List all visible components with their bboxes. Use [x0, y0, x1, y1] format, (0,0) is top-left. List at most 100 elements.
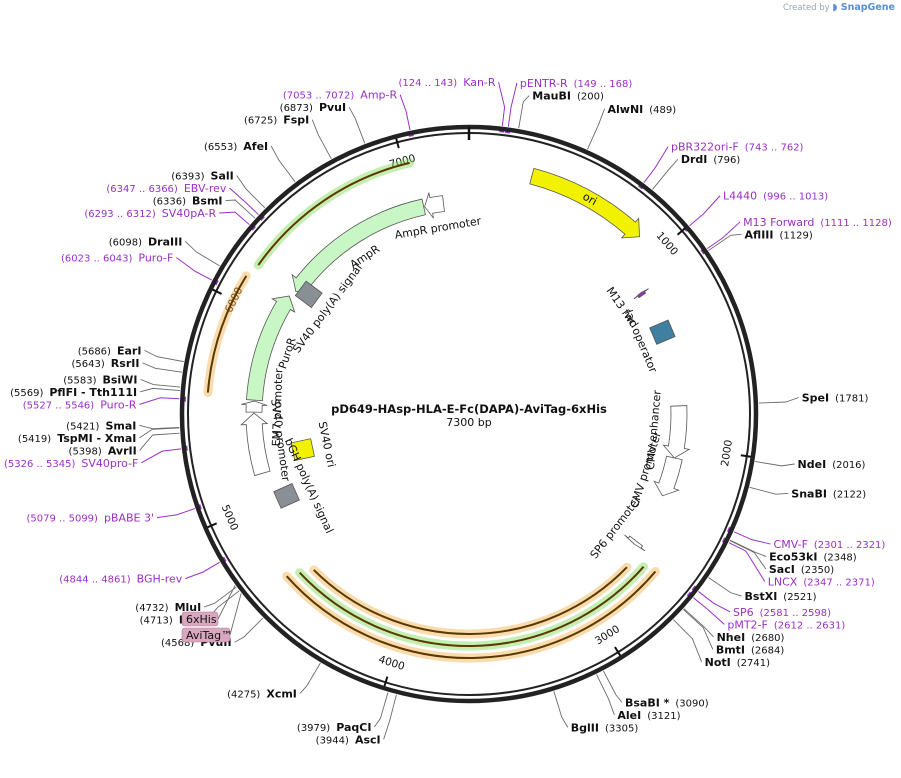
site-mlui-position: (4732)	[135, 603, 168, 614]
site-maubi-name: MauBI	[532, 90, 571, 103]
site-bsabi-name: BsaBI *	[625, 696, 670, 709]
primer-cmv-f-name: CMV-F	[774, 538, 808, 551]
site-bstxi: BstXI (2521)	[745, 590, 817, 603]
feature-sv40-poly-a-signal	[294, 280, 323, 309]
site-smai: (5421)SmaI	[66, 419, 136, 432]
site-draiii-leader	[185, 241, 220, 267]
site-bglii-leader	[553, 691, 569, 728]
site-nhei-position: (2680)	[751, 633, 784, 644]
site-bstxi-position: (2521)	[783, 592, 816, 603]
tick-label: 4000	[377, 654, 406, 673]
site-saci-name: SacI	[769, 563, 795, 576]
site-bmti-name: BmtI	[716, 643, 745, 656]
site-ndei-leader	[755, 461, 795, 467]
site-bsiwi-position: (5583)	[63, 375, 96, 386]
tick-label: 2000	[719, 439, 735, 467]
feature-puror	[246, 295, 296, 402]
primer-sv40pro-f-name: SV40pro-F	[81, 457, 138, 470]
feature-bgh-poly-a-signal	[273, 483, 300, 509]
site-asci-leader	[383, 694, 397, 740]
site-afliii-position: (1129)	[779, 230, 812, 241]
feature-sv40-promoter	[240, 412, 271, 477]
site-fsei-position: (4713)	[140, 615, 173, 626]
site-snabi-leader	[749, 486, 789, 495]
primer-pmt2-f: pMT2-F(2612 .. 2631)	[727, 618, 845, 631]
site-afliii-leader	[708, 233, 742, 251]
site-rsrii-position: (5643)	[72, 359, 105, 370]
site-snabi: SnaBI(2122)	[791, 487, 866, 500]
primer-cmv-f: CMV-F(2301 .. 2321)	[774, 538, 886, 551]
primer-lncx-position: (2347 .. 2371)	[803, 578, 875, 589]
primer-puro-r: (5527 .. 5546)Puro-R	[23, 398, 137, 411]
tag-leader	[217, 585, 236, 620]
site-eari: (5686)EarI	[78, 344, 142, 357]
tick-mark	[383, 676, 389, 687]
site-xcmi-name: XcmI	[266, 687, 297, 700]
site-bsiwi: (5583)BsiWI	[63, 373, 137, 386]
site-smai-position: (5421)	[66, 421, 99, 432]
site-nhei: NheI (2680)	[717, 631, 785, 644]
site-noti: NotI(2741)	[705, 656, 770, 669]
primer-sv40pa-r-position: (6293 .. 6312)	[84, 209, 156, 220]
feature-m13-fwd	[633, 288, 649, 300]
tag-label: AviTag™	[186, 629, 232, 642]
site-maubi-position: (200)	[577, 92, 604, 103]
feature-cmv-enhancer	[662, 405, 691, 459]
site-alei-name: AleI	[617, 709, 641, 722]
primer-l4440: L4440(996 .. 1013)	[723, 190, 828, 203]
tick-mark	[740, 454, 751, 458]
site-asci-name: AscI	[355, 733, 381, 746]
tick-mark	[676, 227, 686, 236]
site-pvui: (6873)PvuI	[280, 101, 346, 114]
site-spei-position: (1781)	[835, 394, 868, 405]
site-spei-name: SpeI	[802, 392, 829, 405]
site-bsiwi-leader	[140, 378, 181, 388]
primer-m13-forward-name: M13 Forward	[743, 216, 814, 229]
primer-kan-r-leader	[498, 82, 506, 126]
plasmid-name: pD649-HAsp-HLA-E-Fc(DAPA)-AviTag-6xHis	[331, 402, 607, 416]
site-eco53ki-leader	[729, 539, 767, 557]
site-eari-leader	[144, 349, 184, 363]
site-fspi: (6725)FspI	[244, 114, 309, 127]
primer-puro-r-name: Puro-R	[100, 398, 137, 411]
primer-lncx-name: LNCX	[768, 576, 798, 589]
site-sali: (6393)SalI	[171, 170, 233, 183]
site-afei-name: AfeI	[243, 140, 268, 153]
primer-amp-r-position: (7053 .. 7072)	[283, 91, 355, 102]
site-xcmi: (4275) XcmI	[227, 687, 297, 700]
orf-puro	[206, 275, 248, 393]
feature-sv40-ori-label: SV40 ori	[316, 420, 338, 468]
site-mlui-name: MluI	[175, 601, 202, 614]
site-xcmi-position: (4275)	[227, 689, 260, 700]
site-bstxi-name: BstXI	[745, 590, 778, 603]
primer-puro-f-leader	[176, 257, 213, 281]
primer-pbr322ori-f-leader	[643, 146, 669, 183]
site-paqci-position: (3979)	[297, 723, 330, 734]
site-smai-leader	[139, 424, 180, 430]
site-rsrii-leader	[142, 362, 183, 373]
primer-puro-r-leader	[139, 397, 180, 405]
site-alei-position: (3121)	[647, 711, 680, 722]
site-pflfi-tth111i-position: (5569)	[10, 388, 43, 399]
site-bsmi-position: (6336)	[153, 197, 186, 208]
primer-pentr-r: pENTR-R(149 .. 168)	[520, 77, 632, 90]
site-drdi: DrdI(796)	[681, 153, 741, 166]
site-paqci-leader	[374, 692, 389, 728]
site-rsrii: (5643)RsrII	[72, 357, 140, 370]
site-sali-position: (6393)	[171, 172, 204, 183]
primer-ebv-rev: (6347 .. 6366) EBV-rev	[106, 182, 226, 195]
site-nhei-leader	[683, 608, 714, 638]
site-spei-leader	[758, 397, 799, 404]
tag-label: 6xHis	[186, 613, 217, 626]
site-bsmi: (6336)BsmI	[153, 195, 223, 208]
orf-ampr	[257, 161, 410, 266]
primer-ebv-rev-name: EBV-rev	[184, 182, 227, 195]
primer-ebv-rev-position: (6347 .. 6366)	[106, 184, 178, 195]
site-pvuii-leader	[234, 617, 264, 643]
feature-lac-operator	[649, 319, 676, 345]
site-noti-leader	[673, 619, 703, 663]
site-nhei-name: NheI	[717, 631, 746, 644]
primer-lncx: LNCX (2347 .. 2371)	[768, 576, 875, 589]
site-saci-position: (2350)	[801, 565, 834, 576]
primer-puro-f-name: Puro-F	[138, 252, 173, 265]
